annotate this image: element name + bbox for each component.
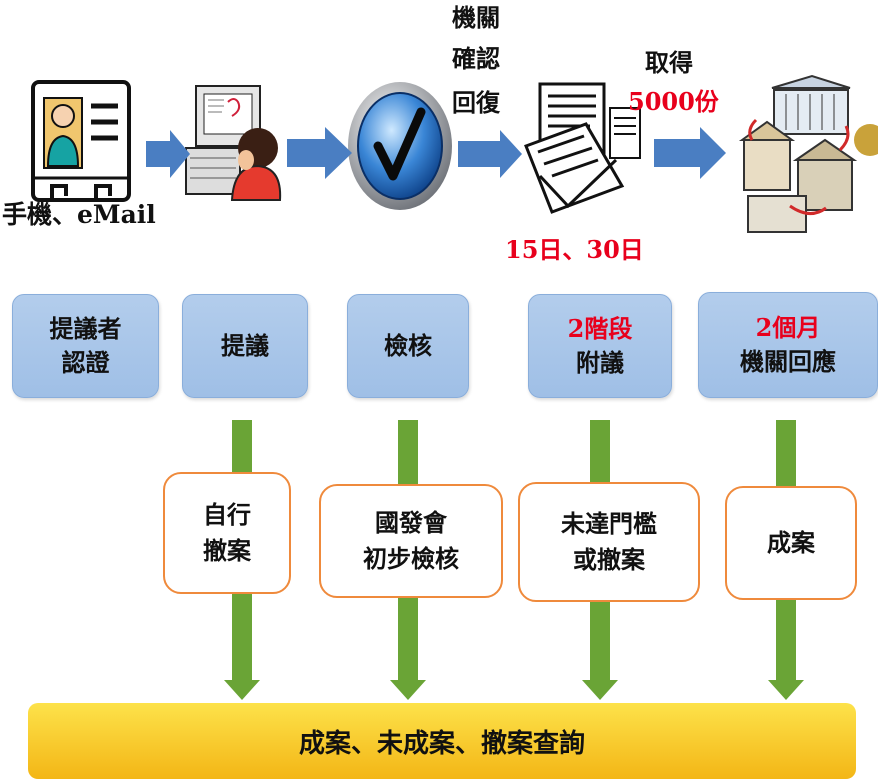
id-card-icon (31, 80, 131, 202)
outcome-line-1: 成案 (767, 528, 815, 557)
outcome-self-withdraw: 自行 撤案 (163, 472, 291, 594)
stage-line-2: 認證 (61, 348, 110, 377)
stage-co-signing: 2階段 附議 (528, 294, 672, 398)
stage-line-2: 附議 (576, 348, 624, 377)
copies-label: 5000份 (628, 87, 719, 116)
stage-line-1: 檢核 (384, 331, 432, 360)
outcome-line-2: 或撤案 (573, 545, 645, 574)
days-label: 15日、30日 (505, 235, 644, 264)
blue-arrow-4 (654, 127, 726, 179)
documents-icon (524, 82, 641, 214)
contact-label: 手機、eMail (2, 200, 156, 229)
stage-proposal: 提議 (182, 294, 308, 398)
status-query-label: 成案、未成案、撤案查詢 (298, 728, 585, 759)
outcome-line-1: 國發會 (375, 508, 447, 537)
blue-arrow-1 (146, 130, 190, 178)
checkmark-icon (348, 82, 452, 210)
outcome-approved: 成案 (725, 486, 857, 600)
agency-reply-line-3: 回復 (452, 88, 500, 117)
outcome-line-1: 自行 (203, 500, 251, 529)
stage-line-1: 提議 (221, 331, 269, 360)
agency-reply-line-1: 機關 (452, 3, 500, 32)
outcome-line-2: 撤案 (203, 536, 251, 565)
stage-line-1: 2階段 (567, 314, 633, 343)
blue-arrow-3 (458, 130, 522, 178)
stage-line-2: 機關回應 (740, 347, 836, 376)
computer-user-icon (185, 85, 282, 201)
obtain-label: 取得 (645, 48, 693, 77)
outcome-line-2: 初步檢核 (363, 544, 459, 573)
stage-agency-response: 2個月 機關回應 (698, 292, 878, 398)
stage-line-1: 提議者 (49, 314, 122, 343)
blue-arrow-2 (287, 127, 352, 179)
agency-reply-line-2: 確認 (452, 44, 500, 73)
stage-review: 檢核 (347, 294, 469, 398)
status-query-bar[interactable]: 成案、未成案、撤案查詢 (28, 703, 856, 779)
government-buildings-icon (738, 74, 878, 233)
stage-proposer-verification: 提議者 認證 (12, 294, 159, 398)
outcome-threshold-not-met: 未達門檻 或撤案 (518, 482, 700, 602)
outcome-line-1: 未達門檻 (561, 509, 657, 538)
outcome-ndc-initial-review: 國發會 初步檢核 (319, 484, 503, 598)
stage-line-1: 2個月 (755, 313, 821, 342)
